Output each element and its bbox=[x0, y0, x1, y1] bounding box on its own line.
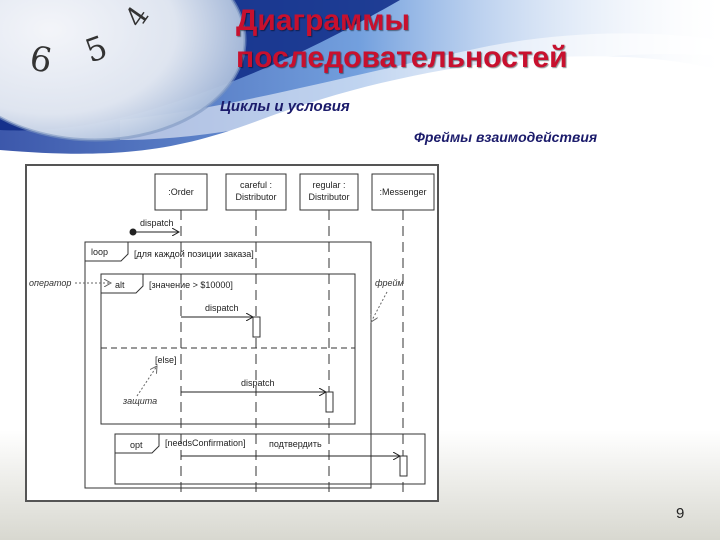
alt-dispatch-label: dispatch bbox=[205, 303, 239, 313]
loop-frame-tag bbox=[84, 241, 129, 262]
lifeline-careful-box bbox=[225, 173, 287, 211]
alt-frame-tag bbox=[100, 273, 144, 294]
slide-title: Диаграммы последовательностей bbox=[236, 2, 568, 76]
diagram-caption: Фреймы взаимодействия bbox=[414, 129, 598, 145]
lifeline-careful-label-2: Distributor bbox=[235, 192, 276, 202]
opt-frame bbox=[114, 433, 426, 485]
annotation-frame: фрейм bbox=[375, 278, 404, 288]
messenger-activation bbox=[399, 455, 408, 477]
opt-frame-tag bbox=[114, 433, 160, 454]
page-number: 9 bbox=[676, 505, 685, 522]
sequence-diagram: :Order careful : Distributor regular : D… bbox=[25, 164, 439, 502]
title-line-2: последовательностей bbox=[236, 41, 568, 74]
regular-activation bbox=[325, 391, 334, 413]
confirm-label: подтвердить bbox=[269, 439, 322, 449]
lifeline-messenger-label: :Messenger bbox=[379, 187, 426, 197]
else-dispatch-label: dispatch bbox=[241, 378, 275, 388]
title-line-1: Диаграммы bbox=[236, 4, 411, 37]
loop-frame bbox=[84, 241, 372, 489]
annotation-frame-arrow bbox=[371, 291, 388, 322]
alt-operator: alt bbox=[115, 280, 125, 290]
annotation-operator: оператор bbox=[29, 278, 71, 288]
opt-operator: opt bbox=[130, 440, 143, 450]
annotation-guard: защита bbox=[122, 396, 157, 406]
alt-frame bbox=[100, 273, 356, 425]
alt-guard: [значение > $10000] bbox=[149, 280, 233, 290]
loop-guard: [для каждой позиции заказа] bbox=[134, 249, 254, 259]
else-guard: [else] bbox=[155, 355, 177, 365]
lifeline-order-label: :Order bbox=[168, 187, 194, 197]
diagram-border bbox=[25, 164, 439, 502]
found-dispatch-label: dispatch bbox=[140, 218, 174, 228]
lifeline-regular-label-2: Distributor bbox=[308, 192, 349, 202]
opt-guard: [needsConfirmation] bbox=[165, 438, 246, 448]
lifeline-regular-label-1: regular : bbox=[312, 180, 345, 190]
lifeline-careful-label-1: careful : bbox=[240, 180, 272, 190]
loop-operator: loop bbox=[91, 247, 108, 257]
lifeline-messenger-box bbox=[371, 173, 435, 211]
careful-activation bbox=[252, 316, 261, 338]
sequence-diagram-svg: :Order careful : Distributor regular : D… bbox=[25, 164, 439, 502]
slide-subtitle: Циклы и условия bbox=[220, 98, 350, 115]
